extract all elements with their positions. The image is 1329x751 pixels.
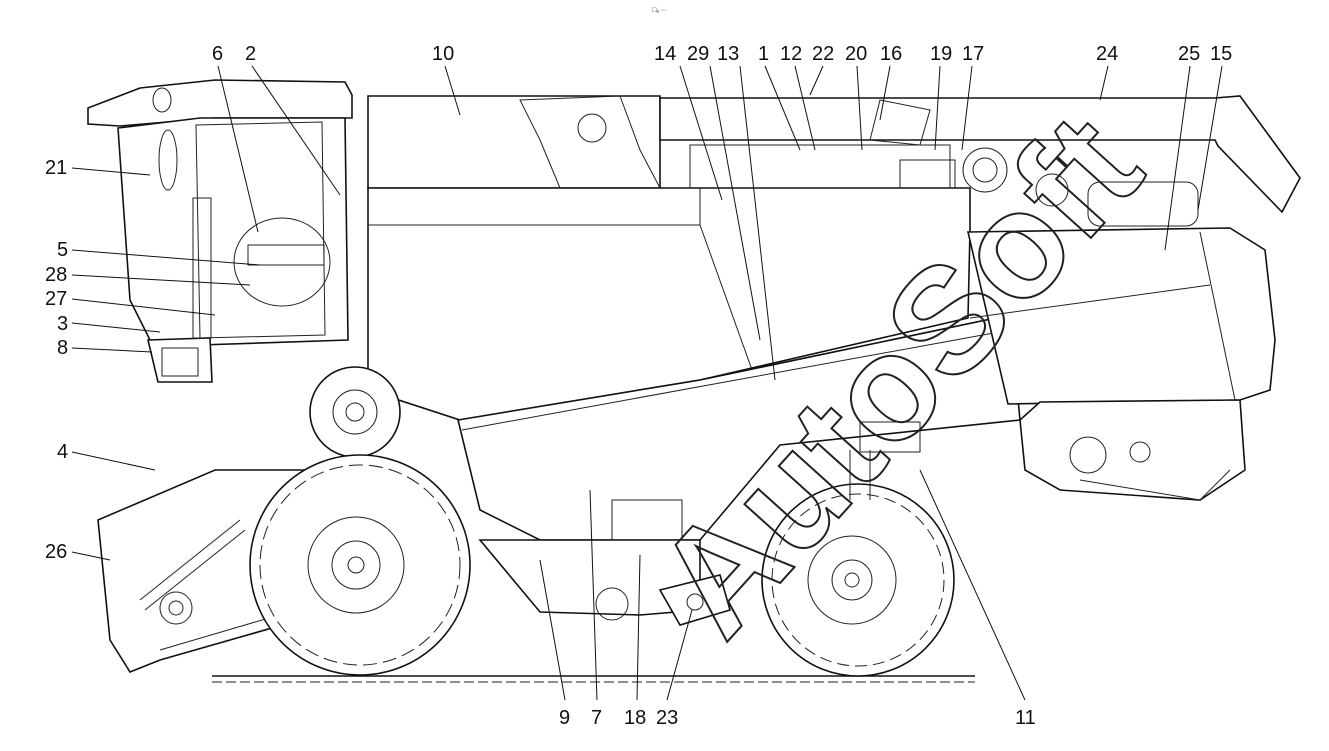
grain-tank [367, 95, 661, 189]
callout-28: 28 [45, 264, 67, 286]
callout-3: 3 [57, 313, 68, 335]
callout-15: 15 [1210, 43, 1232, 65]
leader-lines [71, 65, 1223, 701]
callout-19: 19 [930, 43, 952, 65]
callout-11: 11 [1015, 707, 1036, 729]
callout-4: 4 [57, 441, 68, 463]
callout-16: 16 [880, 43, 902, 65]
callout-18: 18 [624, 707, 646, 729]
callout-25: 25 [1178, 43, 1200, 65]
front-drum [309, 366, 401, 458]
callout-8: 8 [57, 337, 68, 359]
ground-line [212, 675, 975, 683]
callout-9: 9 [559, 707, 570, 729]
header-mark: □₈ ∙∙∙ [652, 7, 667, 14]
callout-2: 2 [245, 43, 256, 65]
callout-14: 14 [654, 43, 676, 65]
callout-26: 26 [45, 541, 67, 563]
threshing-housing [367, 187, 1021, 541]
callout-13: 13 [717, 43, 739, 65]
callout-7: 7 [591, 707, 602, 729]
callout-20: 20 [845, 43, 867, 65]
callout-29: 29 [687, 43, 709, 65]
callout-6: 6 [212, 43, 223, 65]
callout-17: 17 [962, 43, 984, 65]
cab [87, 79, 353, 383]
front-wheel [249, 454, 471, 676]
callout-23: 23 [656, 707, 678, 729]
callout-21: 21 [45, 157, 67, 179]
straw-chopper [1019, 399, 1246, 501]
unloading-auger [659, 95, 1301, 214]
hydraulic-block [849, 421, 921, 500]
callout-10: 10 [432, 43, 454, 65]
callout-22: 22 [812, 43, 834, 65]
callout-labels: 6 2 10 14 29 13 1 12 22 20 16 19 17 24 2… [45, 43, 1232, 729]
callout-5: 5 [57, 239, 68, 261]
callout-1: 1 [758, 43, 769, 65]
middle-assembly [478, 499, 731, 626]
callout-12: 12 [780, 43, 802, 65]
rear-wheel [761, 483, 955, 677]
callout-24: 24 [1096, 43, 1118, 65]
callout-27: 27 [45, 288, 67, 310]
